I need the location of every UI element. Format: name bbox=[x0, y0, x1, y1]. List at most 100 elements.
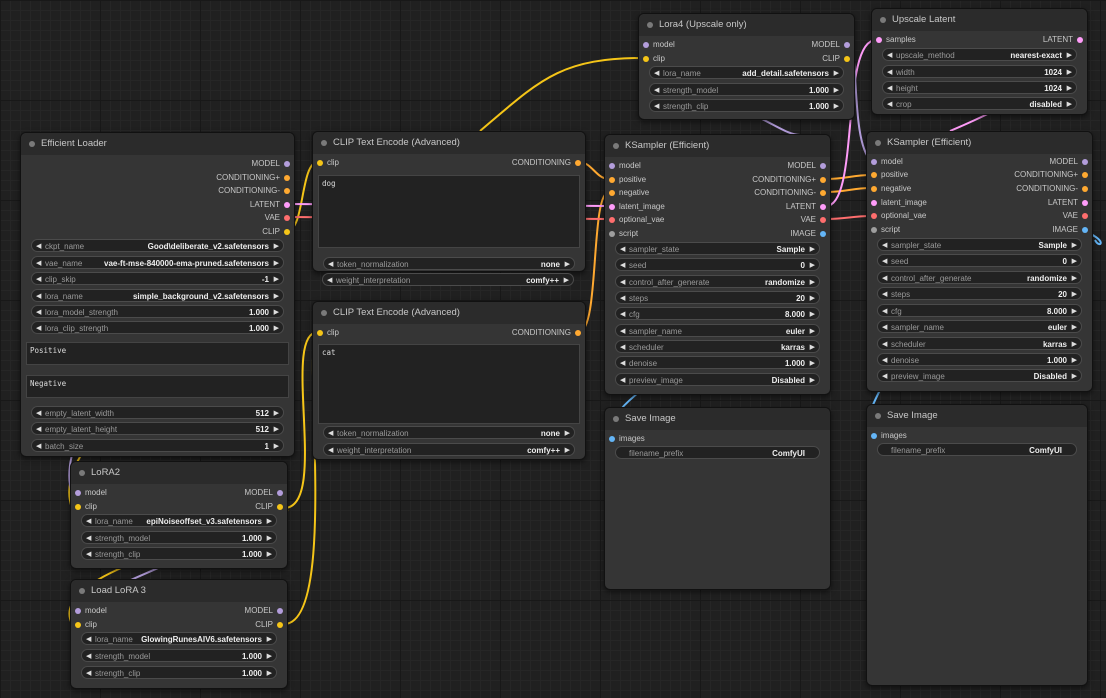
input-model[interactable]: model bbox=[75, 487, 107, 499]
input-positive[interactable]: positive bbox=[871, 169, 908, 181]
output-model[interactable]: MODEL bbox=[812, 39, 850, 51]
input-optional-vae[interactable]: optional_vae bbox=[871, 210, 926, 222]
node-title[interactable]: Save Image bbox=[605, 408, 830, 430]
input-clip[interactable]: clip bbox=[317, 157, 339, 169]
output-conditioning-pos[interactable]: CONDITIONING+ bbox=[1014, 169, 1088, 181]
input-optional-vae[interactable]: optional_vae bbox=[609, 214, 664, 226]
node-load-lora-3[interactable]: Load LoRA 3 model clip MODEL CLIP ◀lora_… bbox=[70, 579, 288, 689]
node-efficient-loader[interactable]: Efficient Loader MODEL CONDITIONING+ CON… bbox=[20, 132, 295, 457]
positive-prompt-textarea[interactable]: Positive bbox=[26, 342, 289, 365]
node-title[interactable]: Load LoRA 3 bbox=[71, 580, 287, 602]
output-clip[interactable]: CLIP bbox=[255, 501, 283, 513]
output-model[interactable]: MODEL bbox=[245, 487, 283, 499]
output-conditioning-neg[interactable]: CONDITIONING- bbox=[218, 185, 290, 197]
node-title[interactable]: KSampler (Efficient) bbox=[867, 132, 1092, 154]
prompt-textarea[interactable]: cat bbox=[318, 344, 580, 424]
node-title[interactable]: Efficient Loader bbox=[21, 133, 294, 155]
node-ksampler-1[interactable]: KSampler (Efficient) model positive nega… bbox=[604, 134, 831, 395]
negative-prompt-textarea[interactable]: Negative bbox=[26, 375, 289, 398]
output-conditioning[interactable]: CONDITIONING bbox=[512, 327, 581, 339]
output-latent[interactable]: LATENT bbox=[1048, 197, 1088, 209]
input-samples[interactable]: samples bbox=[876, 34, 916, 46]
node-title[interactable]: CLIP Text Encode (Advanced) bbox=[313, 132, 585, 154]
input-model[interactable]: model bbox=[643, 39, 675, 51]
output-model[interactable]: MODEL bbox=[252, 158, 290, 170]
node-clip-text-encode-2[interactable]: CLIP Text Encode (Advanced) clip CONDITI… bbox=[312, 301, 586, 460]
output-vae[interactable]: VAE bbox=[1063, 210, 1088, 222]
output-vae[interactable]: VAE bbox=[265, 212, 290, 224]
output-latent[interactable]: LATENT bbox=[250, 199, 290, 211]
input-negative[interactable]: negative bbox=[609, 187, 649, 199]
node-title[interactable]: Save Image bbox=[867, 405, 1087, 427]
node-lora4[interactable]: Lora4 (Upscale only) model clip MODEL CL… bbox=[638, 13, 855, 120]
output-latent[interactable]: LATENT bbox=[1043, 34, 1083, 46]
widget-clip-skip[interactable]: ◀clip_skip-1▶ bbox=[31, 272, 284, 285]
output-image[interactable]: IMAGE bbox=[790, 228, 826, 240]
input-clip[interactable]: clip bbox=[317, 327, 339, 339]
output-clip[interactable]: CLIP bbox=[262, 226, 290, 238]
input-clip[interactable]: clip bbox=[75, 619, 97, 631]
input-latent-image[interactable]: latent_image bbox=[609, 201, 665, 213]
input-model[interactable]: model bbox=[75, 605, 107, 617]
node-title[interactable]: Lora4 (Upscale only) bbox=[639, 14, 854, 36]
node-clip-text-encode-1[interactable]: CLIP Text Encode (Advanced) clip CONDITI… bbox=[312, 131, 586, 272]
output-latent[interactable]: LATENT bbox=[786, 201, 826, 213]
input-script[interactable]: script bbox=[871, 224, 900, 236]
output-model[interactable]: MODEL bbox=[245, 605, 283, 617]
output-vae[interactable]: VAE bbox=[801, 214, 826, 226]
output-conditioning-neg[interactable]: CONDITIONING- bbox=[754, 187, 826, 199]
node-title[interactable]: LoRA2 bbox=[71, 462, 287, 484]
input-model[interactable]: model bbox=[871, 156, 903, 168]
input-images[interactable]: images bbox=[871, 430, 907, 442]
output-clip[interactable]: CLIP bbox=[255, 619, 283, 631]
input-negative[interactable]: negative bbox=[871, 183, 911, 195]
output-model[interactable]: MODEL bbox=[1050, 156, 1088, 168]
node-title[interactable]: KSampler (Efficient) bbox=[605, 135, 830, 157]
prompt-textarea[interactable]: dog bbox=[318, 175, 580, 248]
input-script[interactable]: script bbox=[609, 228, 638, 240]
node-title[interactable]: Upscale Latent bbox=[872, 9, 1087, 31]
input-model[interactable]: model bbox=[609, 160, 641, 172]
input-images[interactable]: images bbox=[609, 433, 645, 445]
input-clip[interactable]: clip bbox=[75, 501, 97, 513]
output-conditioning-neg[interactable]: CONDITIONING- bbox=[1016, 183, 1088, 195]
